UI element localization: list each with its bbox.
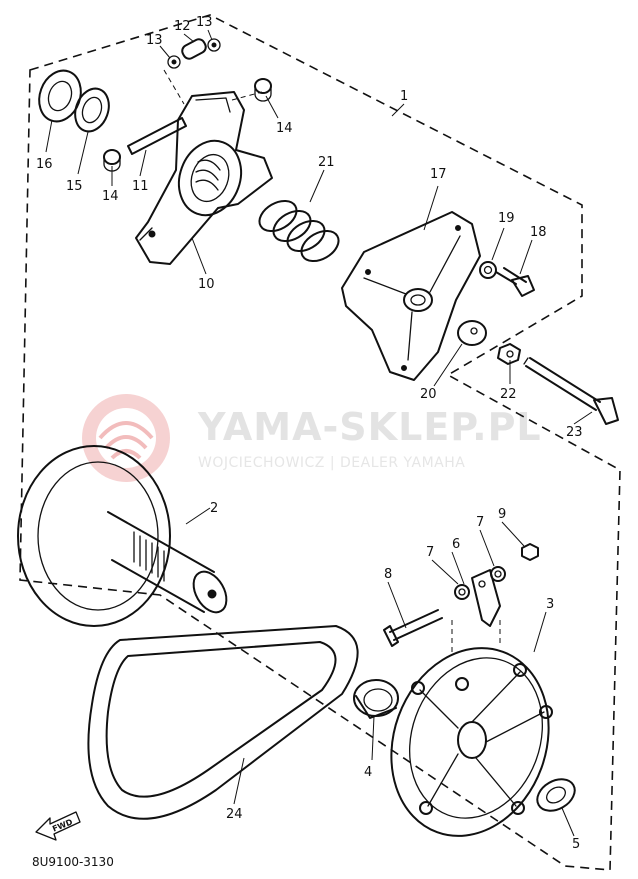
watermark-logo [82,394,170,482]
part-13-nut-left [167,55,181,69]
callout-20: 20 [420,387,437,402]
part-20-washer [457,320,487,346]
callout-5: 5 [572,837,580,852]
callout-13-left: 13 [146,33,163,48]
callout-7-right: 7 [476,515,484,530]
callout-22: 22 [500,387,517,402]
part-16-washer [38,69,82,123]
part-23-long-bolt [523,357,619,425]
callout-numbers: 1 2 3 4 5 6 7 7 8 9 10 11 12 13 13 14 14… [36,15,583,852]
callout-9: 9 [498,507,506,522]
leader-lines [45,29,593,837]
part-17-cover-plate [341,211,481,381]
callout-14-right: 14 [276,121,293,136]
part-13-nut-right [207,38,221,52]
watermark-title: YAMA-SKLEP.PL [197,405,542,449]
callout-16: 16 [36,157,53,172]
fwd-arrow: FWD [35,811,81,841]
part-6-weight [471,569,501,627]
callout-3: 3 [546,597,554,612]
part-21-spring [258,199,340,263]
callout-21: 21 [318,155,335,170]
callout-1: 1 [400,89,408,104]
part-9-nut [521,543,539,561]
part-19-washer [479,261,497,279]
part-24-belt [87,625,359,820]
watermark: YAMA-SKLEP.PL WOJCIECHOWICZ | DEALER YAM… [82,394,542,482]
part-22-nut [497,343,521,365]
callout-18: 18 [530,225,547,240]
callout-15: 15 [66,179,83,194]
diagram-code: 8U9100-3130 [32,855,114,869]
callout-13-right: 13 [196,15,213,30]
callout-4: 4 [364,765,372,780]
part-10-spider [135,91,273,265]
callout-8: 8 [384,567,392,582]
part-7-washer-left [454,584,470,600]
callout-11: 11 [132,179,149,194]
part-11-pin [127,117,187,155]
part-15-washer [74,87,110,133]
part-5-washer [536,778,576,812]
part-7-washer-right [490,566,506,582]
callout-23: 23 [566,425,583,440]
part-4-collar [353,679,399,719]
part-2-fixed-sheave [17,445,228,627]
callout-12: 12 [174,19,191,34]
part-18-bolt [495,267,535,297]
watermark-subtitle: WOJCIECHOWICZ | DEALER YAMAHA [198,455,465,471]
part-12-spacer [181,38,207,60]
callout-14-left: 14 [102,189,119,204]
fwd-label: FWD [51,817,74,833]
callout-24: 24 [226,807,243,822]
callout-2: 2 [210,501,218,516]
part-8-bolt [383,609,443,647]
part-14-cap-right [254,78,272,102]
callout-19: 19 [498,211,515,226]
callout-7-left: 7 [426,545,434,560]
callout-17: 17 [430,167,447,182]
part-3-movable-sheave [390,647,553,837]
callout-6: 6 [452,537,460,552]
callout-10: 10 [198,277,215,292]
assembly-boundary [19,14,621,871]
